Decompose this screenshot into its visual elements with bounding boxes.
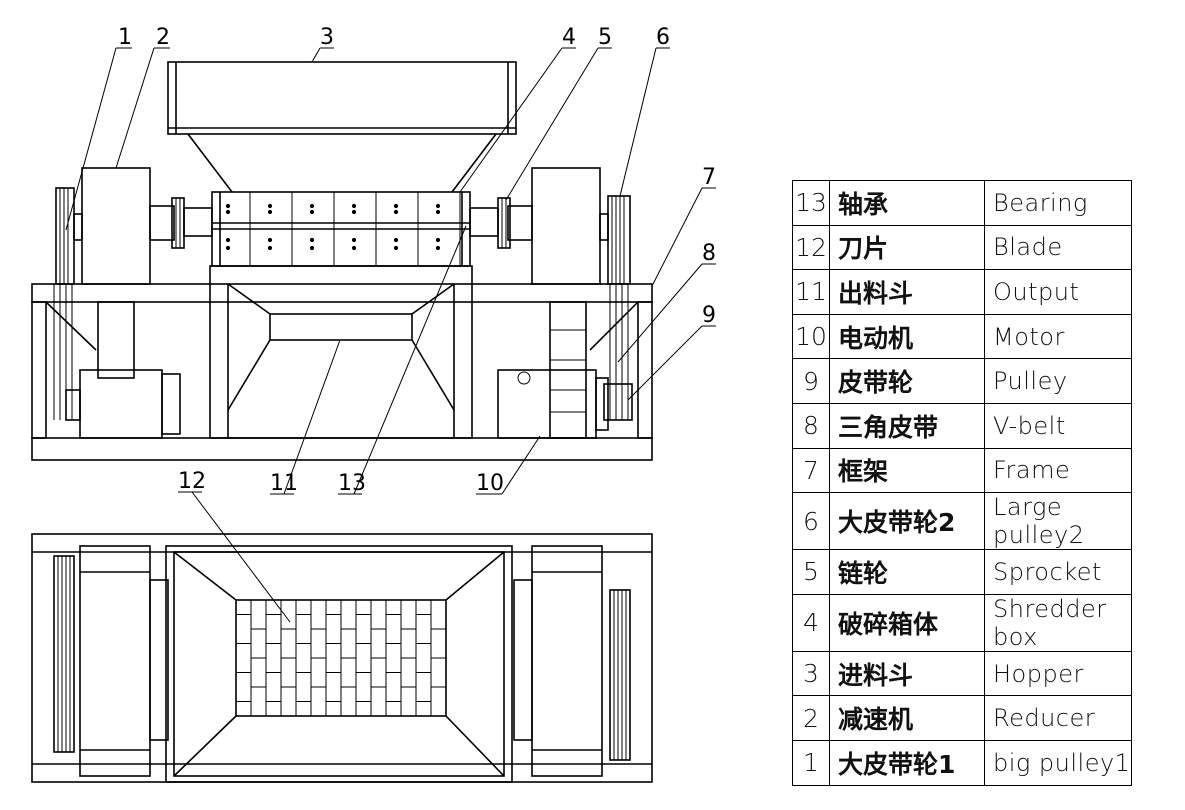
front-view <box>31 61 653 461</box>
part-name-cn: 电动机 <box>829 313 985 360</box>
part-name-cn: 框架 <box>829 447 985 494</box>
callout-10: 10 <box>476 471 504 496</box>
sprocket-right <box>469 197 511 249</box>
part-number: 10 <box>792 313 830 360</box>
part-name-en: Large pulley2 <box>984 492 1132 551</box>
callout-11: 11 <box>270 471 298 496</box>
part-name-en: Reducer <box>984 695 1132 741</box>
part-name-en: big pulley1 <box>984 739 1132 786</box>
blade-array <box>235 599 447 717</box>
part-name-en: Motor <box>984 313 1132 360</box>
shredder-box <box>211 191 471 267</box>
part-number: 13 <box>792 180 830 226</box>
motor-left <box>65 369 181 439</box>
part-name-cn: 刀片 <box>829 224 985 271</box>
callouts: 1 2 3 4 5 6 7 8 9 10 <box>65 25 716 623</box>
part-name-en: Blade <box>984 224 1132 271</box>
motor-right <box>497 369 609 439</box>
part-name-en: Output <box>984 269 1132 315</box>
callout-1: 1 <box>118 25 132 50</box>
part-number: 6 <box>792 492 830 551</box>
callout-9: 9 <box>702 303 716 328</box>
part-name-en: Sprocket <box>984 549 1132 595</box>
big-pulley-1 <box>55 187 83 285</box>
part-name-cn: 轴承 <box>829 180 985 226</box>
part-name-en: Hopper <box>984 650 1132 697</box>
part-name-en: Shredder box <box>984 593 1132 652</box>
part-number: 4 <box>792 593 830 652</box>
part-name-en: V-belt <box>984 402 1132 449</box>
top-reducer-left <box>79 545 169 777</box>
part-number: 1 <box>792 739 830 786</box>
part-name-cn: 破碎箱体 <box>829 593 985 652</box>
part-number: 5 <box>792 549 830 595</box>
v-belt-right <box>609 284 629 420</box>
part-name-cn: 出料斗 <box>829 269 985 315</box>
pulley-right <box>603 383 633 421</box>
part-name-en: Frame <box>984 447 1132 494</box>
part-number: 12 <box>792 224 830 271</box>
reducer-left <box>81 167 175 285</box>
part-number: 7 <box>792 447 830 494</box>
top-pulley-left <box>53 555 75 753</box>
part-name-en: Pulley <box>984 358 1132 404</box>
top-reducer-right <box>513 545 603 777</box>
part-name-cn: 减速机 <box>829 695 985 741</box>
part-name-cn: 进料斗 <box>829 650 985 697</box>
hopper <box>167 61 517 193</box>
part-name-cn: 大皮带轮2 <box>829 492 985 551</box>
top-hopper <box>165 545 513 783</box>
part-name-cn: 大皮带轮1 <box>829 739 985 786</box>
callout-6: 6 <box>656 25 670 50</box>
frame-front <box>31 283 653 461</box>
part-number: 3 <box>792 650 830 697</box>
callout-4: 4 <box>562 25 576 50</box>
sprocket-left <box>171 197 213 249</box>
top-view <box>31 533 653 783</box>
callout-13: 13 <box>338 471 366 496</box>
part-number: 8 <box>792 402 830 449</box>
part-name-en: Bearing <box>984 180 1132 226</box>
callout-8: 8 <box>702 241 716 266</box>
callout-5: 5 <box>598 25 612 50</box>
part-name-cn: 皮带轮 <box>829 358 985 404</box>
part-number: 9 <box>792 358 830 404</box>
part-name-cn: 链轮 <box>829 549 985 595</box>
output-chute <box>209 265 473 439</box>
callout-7: 7 <box>702 165 716 190</box>
v-belt-left <box>53 284 73 420</box>
reducer-right <box>507 167 601 285</box>
part-name-cn: 三角皮带 <box>829 402 985 449</box>
part-number: 11 <box>792 269 830 315</box>
callout-2: 2 <box>156 25 170 50</box>
big-pulley-2 <box>599 195 631 285</box>
callout-12: 12 <box>178 469 206 494</box>
part-number: 2 <box>792 695 830 741</box>
callout-3: 3 <box>320 25 334 50</box>
top-pulley-right <box>609 589 631 761</box>
